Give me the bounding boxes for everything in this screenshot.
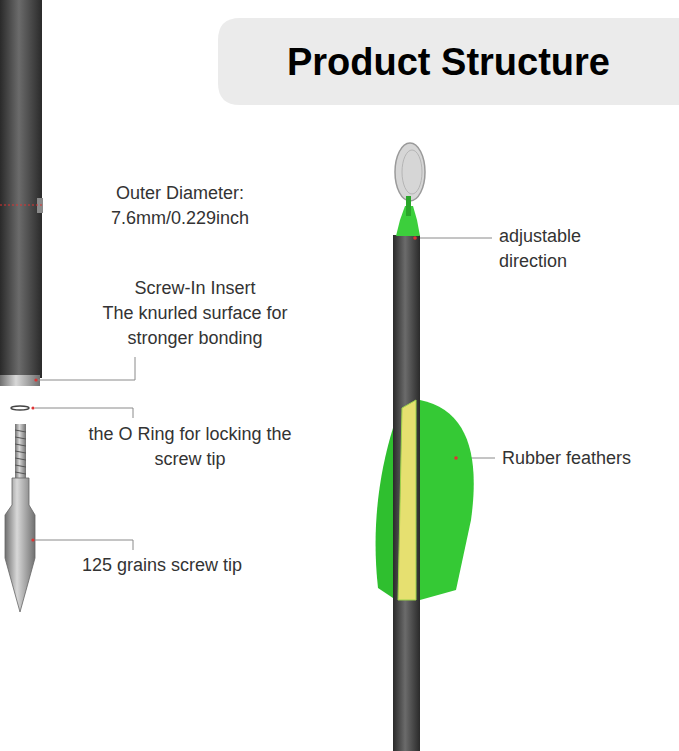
screw-in-insert — [0, 375, 40, 386]
marker-dot — [454, 456, 458, 460]
part-name: adjustable direction — [499, 224, 609, 274]
coin — [395, 143, 425, 201]
o-ring — [11, 406, 29, 410]
title: Product Structure — [218, 40, 679, 84]
vane-edge — [398, 400, 416, 600]
screw-thread — [15, 424, 26, 480]
dimension-label: Outer Diameter: 7.6mm/0.229inch — [95, 181, 265, 231]
thread-lines — [15, 430, 26, 474]
title-band — [218, 18, 679, 105]
vane — [420, 400, 474, 600]
screw-tip — [5, 478, 35, 612]
nock-slot — [406, 196, 411, 216]
marker-dot — [31, 406, 34, 409]
part-name: Screw-In Insert — [90, 276, 300, 301]
diameter-mark — [0, 205, 42, 206]
marker-dot — [31, 538, 34, 541]
marker-dot — [34, 378, 37, 381]
part-name: Rubber feathers — [502, 446, 672, 471]
part-name: the O Ring for locking the screw tip — [80, 422, 300, 472]
vane — [376, 428, 393, 598]
arrow-shaft — [393, 235, 420, 751]
part-name: 125 grains screw tip — [82, 553, 302, 578]
arrow-shaft — [0, 0, 42, 378]
marker-dot — [413, 236, 417, 240]
coin-rim — [402, 150, 422, 194]
part-note: The knurled surface for stronger bonding — [80, 301, 310, 351]
